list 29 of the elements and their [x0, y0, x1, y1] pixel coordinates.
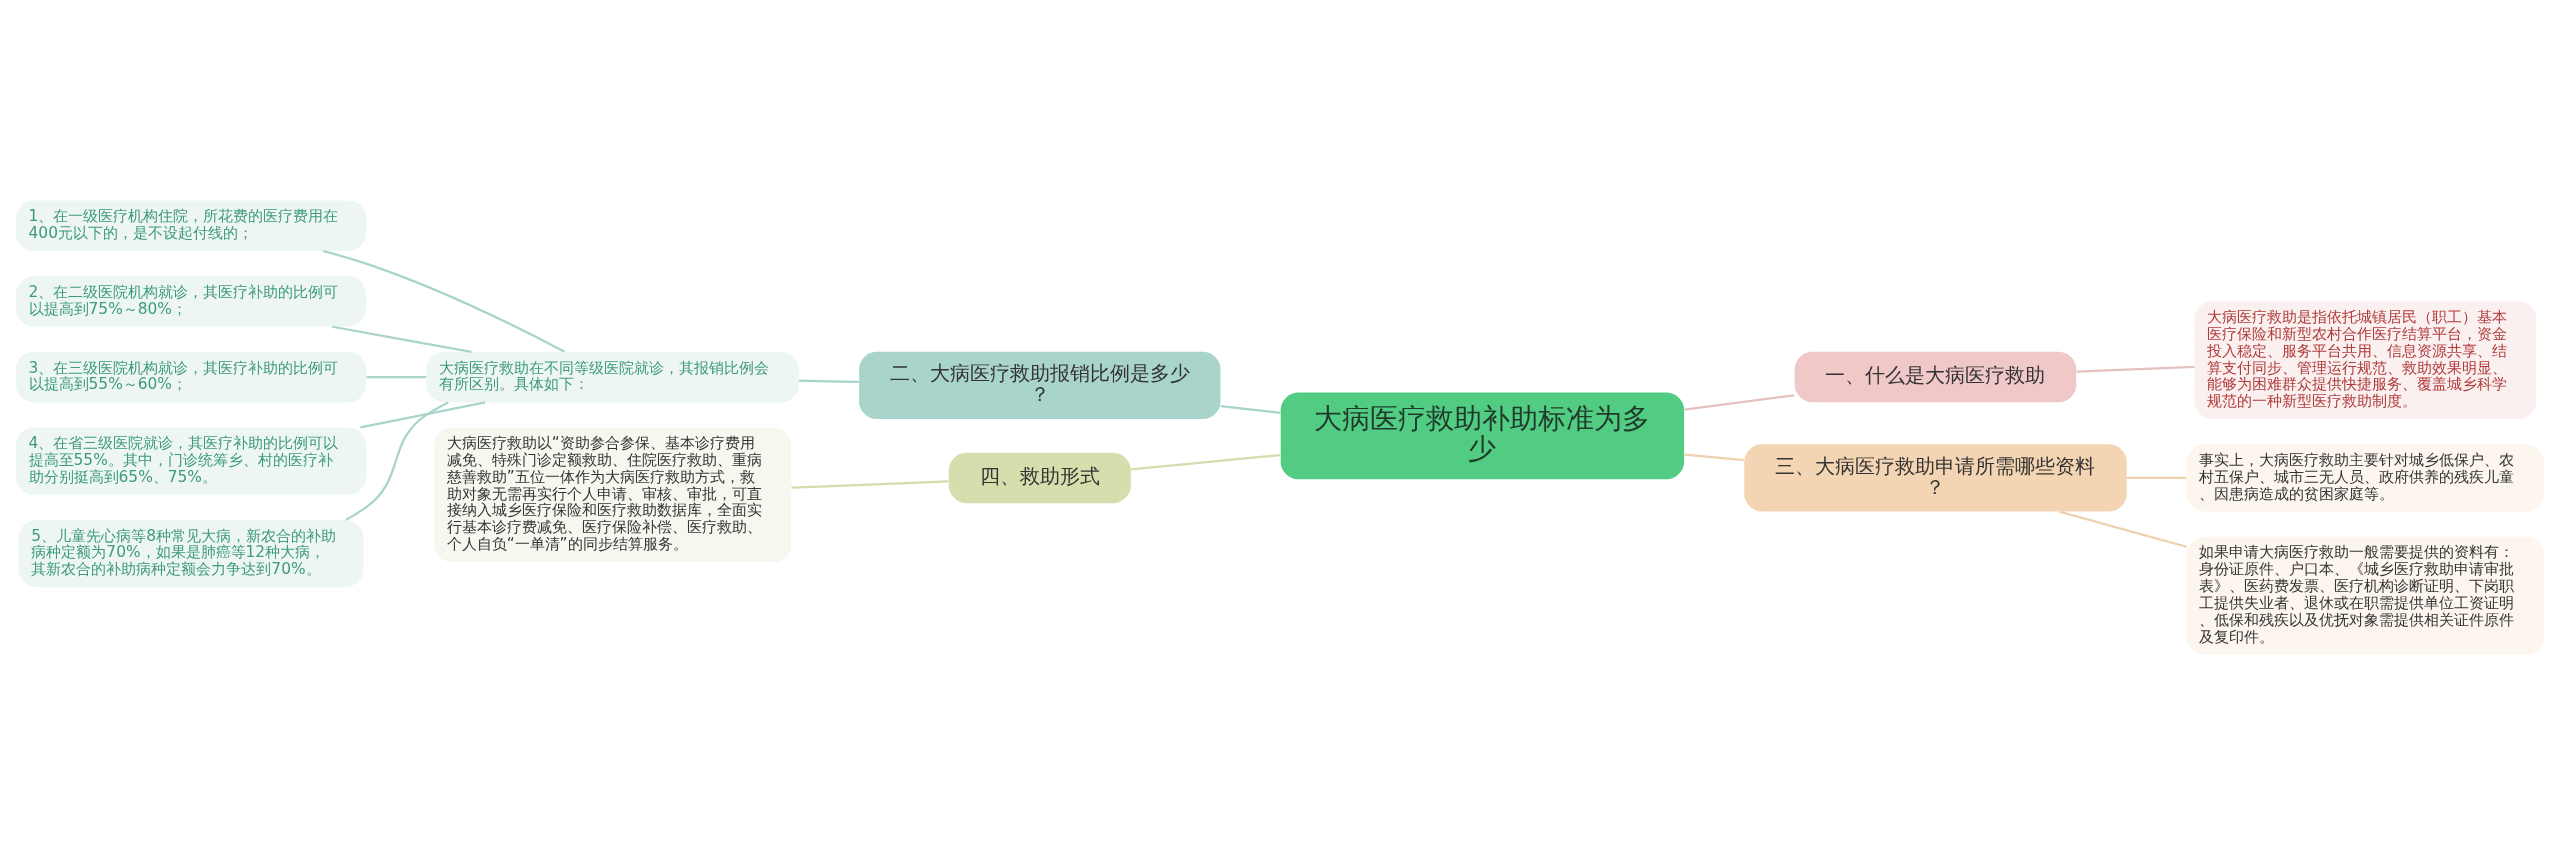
- node-box: 如果申请大病医疗救助一般需要提供的资料有：身份证原件、户口本、《城乡医疗救助申请审批表》、医药费发票、医疗机构诊断证明、下岗职工提供失业者、退休或在职需提供单位工资证明、低保和残疾以及优抚对象需提供相关证件原件及复印件。: [2186, 536, 2545, 655]
- connector: [2126, 476, 2187, 480]
- connector: [322, 249, 566, 353]
- connector: [2076, 365, 2195, 373]
- connector: [360, 401, 486, 429]
- node-box: 大病医疗救助在不同等级医院就诊，其报销比例会有所区别。具体如下：: [426, 351, 799, 403]
- node-box: 四、救助形式: [948, 452, 1131, 504]
- connector: [2059, 510, 2187, 548]
- connector: [798, 379, 859, 384]
- connector: [791, 480, 949, 489]
- node-box: 1、在一级医疗机构住院，所花费的医疗费用在400元以下的，是不设起付线的；: [15, 200, 367, 251]
- node-box: 大病医疗救助是指依托城镇居民（职工）基本医疗保险和新型农村合作医疗结算平台，资金投入稳定、服务平台共用、信息资源共享、结算支付同步、管理运行规范、救助效果明显、能够为困难群众提供快捷服务、覆盖城乡科学规范的一种新型医疗救助制度。: [2194, 301, 2537, 420]
- node-box: 3、在三级医院机构就诊，其医疗补助的比例可以提高到55%～60%；: [15, 351, 367, 403]
- connector: [1131, 453, 1281, 471]
- node-box: 三、大病医疗救助申请所需哪些资料？: [1744, 444, 2127, 512]
- connector: [332, 325, 472, 353]
- connector: [366, 375, 427, 379]
- node-box: 大病医疗救助以“资助参合参保、基本诊疗费用减免、特殊门诊定额救助、住院医疗救助、重病慈善救助”五位一体作为大病医疗救助方式，救助对象无需再实行个人申请、审核、审批，可直接纳入城乡医疗保险和医疗救助数据库，全面实行基本诊疗费减免、医疗保险补偿、医疗救助、个人自负“一单清”的同步结算服务。: [434, 427, 792, 562]
- node-box: 4、在省三级医院就诊，其医疗补助的比例可以提高至55%。其中，门诊统筹乡、村的医疗补助分别挺高到65%、75%。: [15, 427, 367, 495]
- connector: [345, 401, 449, 521]
- node-box: 事实上，大病医疗救助主要针对城乡低保户、农村五保户、城市三无人员、政府供养的残疾儿童、因患病造成的贫困家庭等。: [2186, 444, 2545, 512]
- node-box: 2、在二级医院机构就诊，其医疗补助的比例可以提高到75%～80%；: [15, 276, 367, 327]
- connector: [1684, 394, 1795, 411]
- node-box: 大病医疗救助补助标准为多少: [1280, 392, 1685, 480]
- node-box: 二、大病医疗救助报销比例是多少？: [859, 351, 1221, 420]
- connector: [1220, 404, 1281, 415]
- node-box: 5、儿童先心病等8种常见大病，新农合的补助病种定额为70%，如果是肺癌等12种大病，其新农合的补助病种定额会力争达到70%。: [18, 519, 364, 588]
- connector: [1684, 453, 1744, 462]
- node-box: 一、什么是大病医疗救助: [1794, 351, 2077, 403]
